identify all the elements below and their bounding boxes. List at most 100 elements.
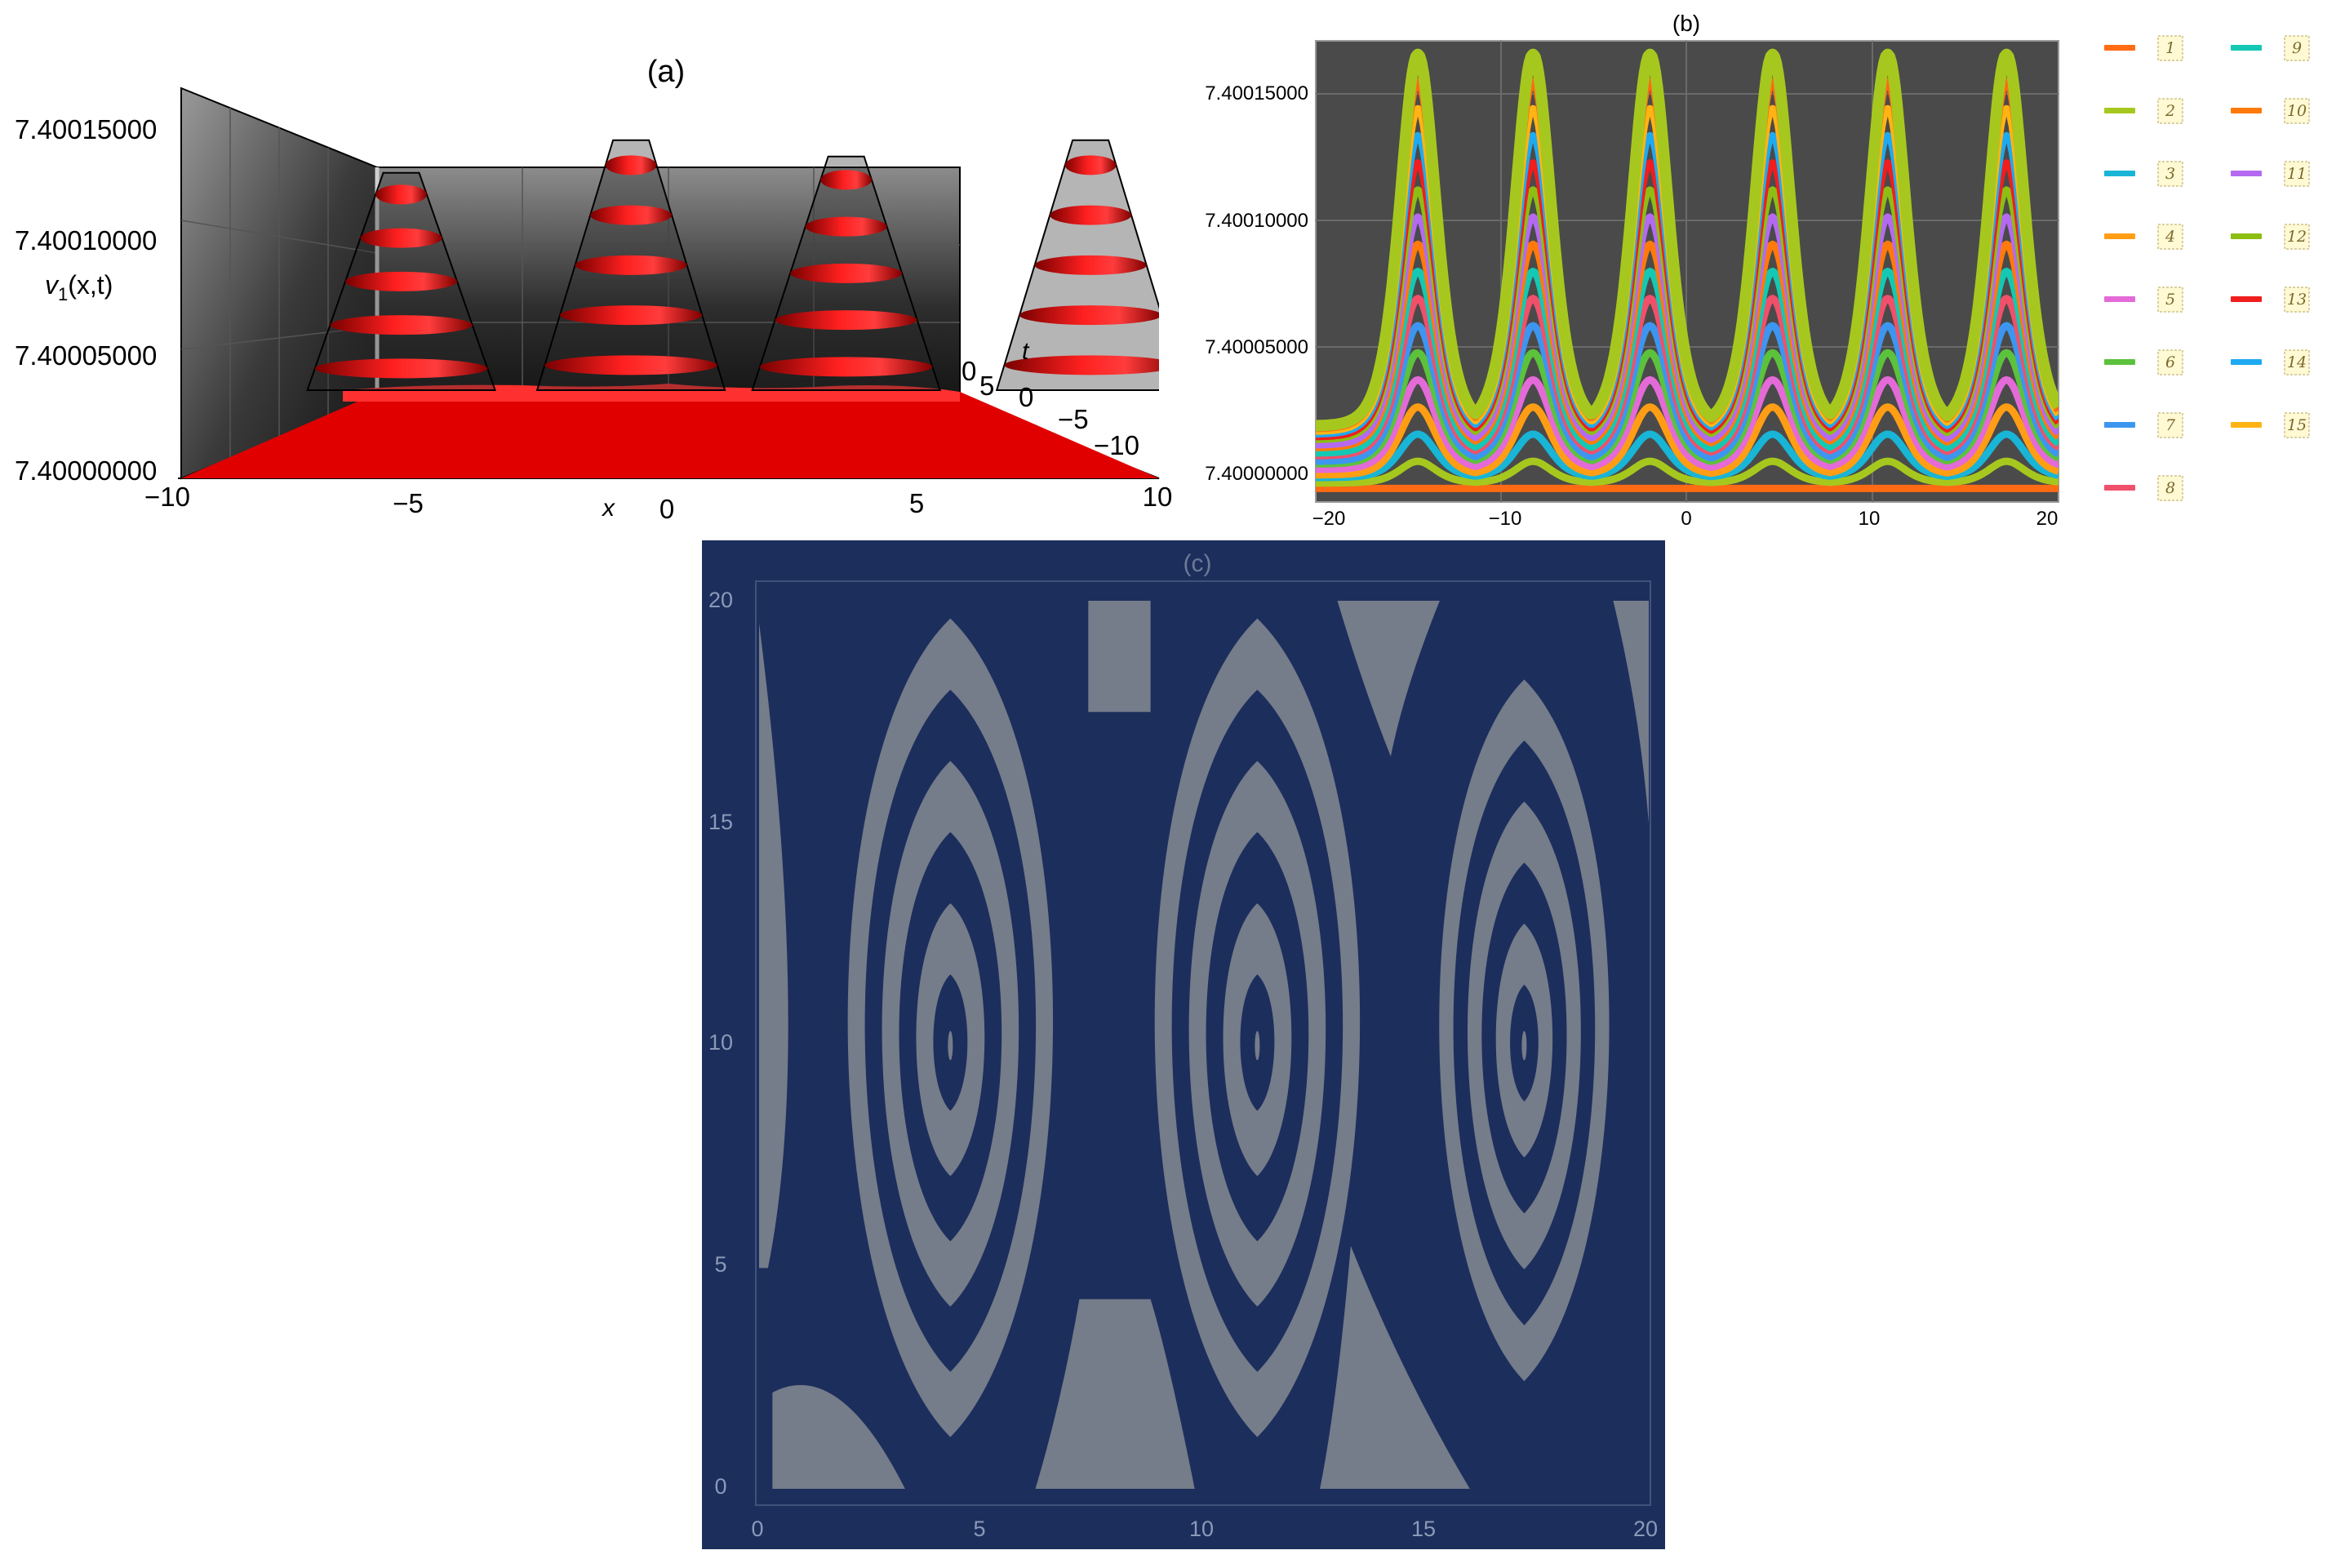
legend-item-1: 1 <box>2104 35 2183 61</box>
plot-c-frame <box>755 580 1651 1506</box>
peak-ring <box>820 170 872 190</box>
legend-label: 7 <box>2165 416 2176 434</box>
panel-b-title: (b) <box>1672 11 1700 36</box>
contour-core <box>1521 1031 1527 1060</box>
z-tick-4: 7.40000000 <box>15 455 157 486</box>
surface-peak-1 <box>306 171 496 391</box>
panel-a-x-axis: −10 −5 0 5 10 x <box>144 482 1172 524</box>
legend-label-box <box>2284 412 2310 438</box>
legend-item-9: 9 <box>2231 35 2310 61</box>
panel-a-t-axis: t 0 5 0 −5 −10 <box>962 338 1139 460</box>
panel-c: (c) 0 5 10 15 20 0 5 10 15 20 <box>702 540 1665 1549</box>
legend-item-11: 11 <box>2231 161 2310 187</box>
c-y-tick-1: 0 <box>714 1474 726 1499</box>
t-tick-4: −5 <box>1058 404 1089 434</box>
contour-top-right <box>1337 601 1440 757</box>
x-tick-3: 0 <box>660 494 674 524</box>
t-tick-5: −10 <box>1094 430 1139 460</box>
plot-c-y-axis: 0 5 10 15 20 <box>708 588 733 1499</box>
legend-swatch <box>2231 108 2262 113</box>
peak-ring <box>805 216 887 237</box>
legend-swatch <box>2231 233 2262 239</box>
series-line-3 <box>1316 430 2059 482</box>
b-y-tick-4: 7.40000000 <box>1205 463 1308 485</box>
legend-label: 11 <box>2287 165 2307 183</box>
c-y-tick-2: 5 <box>714 1252 726 1277</box>
b-x-tick-4: 10 <box>1859 508 1881 530</box>
legend-label: 2 <box>2165 102 2175 120</box>
legend-label-box <box>2284 35 2310 61</box>
contour-bands <box>759 601 1649 1489</box>
peak-ring <box>559 305 703 326</box>
peak-ring <box>360 228 442 248</box>
contour-cluster-2 <box>1154 618 1361 1437</box>
b-x-tick-5: 20 <box>2036 508 2059 530</box>
series-line-5 <box>1316 375 2059 473</box>
legend-item-5: 5 <box>2104 287 2183 313</box>
legend-item-6: 6 <box>2104 349 2183 375</box>
legend-item-10: 10 <box>2231 98 2310 124</box>
c-y-tick-4: 15 <box>708 810 733 834</box>
x-tick-4: 5 <box>909 488 924 518</box>
legend-label-box <box>2157 349 2183 375</box>
legend-label-box <box>2284 161 2310 187</box>
legend-label-box <box>2157 98 2183 124</box>
z-axis-label-rest: (x,t) <box>68 270 113 300</box>
legend-swatch <box>2104 171 2135 176</box>
legend-label-box <box>2157 287 2183 313</box>
peak-ring <box>375 184 427 205</box>
legend-swatch <box>2104 359 2135 365</box>
peak-ring <box>759 357 933 377</box>
b-y-tick-2: 7.40010000 <box>1205 210 1308 232</box>
legend-swatch <box>2104 45 2135 51</box>
peak-ring <box>544 355 717 375</box>
c-y-tick-3: 10 <box>708 1030 733 1055</box>
legend-label-box <box>2157 224 2183 250</box>
legend-item-12: 12 <box>2231 224 2310 250</box>
peak-ring <box>1064 155 1117 175</box>
legend-label-box <box>2284 287 2310 313</box>
contour-top-center <box>1088 601 1151 713</box>
contour-bottom-center <box>1035 1299 1195 1489</box>
legend-item-8: 8 <box>2104 475 2183 501</box>
surface-peak-4 <box>995 139 1159 391</box>
contour-cluster-3 <box>1424 618 1623 1437</box>
legend-label-box <box>2157 475 2183 501</box>
contour-corner-bl <box>772 1385 905 1489</box>
legend-swatch <box>2104 485 2135 491</box>
b-y-tick-1: 7.40015000 <box>1205 82 1308 104</box>
x-tick-1: −10 <box>144 482 190 512</box>
c-x-tick-4: 15 <box>1411 1517 1436 1541</box>
panel-c-title: (c) <box>1184 550 1212 577</box>
z-axis-label-main: v <box>45 270 60 300</box>
c-x-tick-3: 10 <box>1189 1517 1214 1541</box>
legend-label-box <box>2157 35 2183 61</box>
peak-ring <box>314 358 488 379</box>
legend-swatch <box>2231 171 2262 176</box>
b-x-tick-3: 0 <box>1681 508 1691 530</box>
peak-ring <box>575 255 687 275</box>
surface-peak-3 <box>751 155 942 391</box>
legend-label: 15 <box>2287 416 2307 434</box>
legend-swatch <box>2104 422 2135 428</box>
legend-swatch <box>2231 45 2262 51</box>
z-axis-label: v1(x,t) <box>45 270 113 304</box>
series-line-4 <box>1316 403 2059 479</box>
legend-label: 12 <box>2287 228 2307 246</box>
legend-label: 9 <box>2292 39 2302 57</box>
c-x-tick-5: 20 <box>1633 1517 1658 1541</box>
legend-label-box <box>2157 412 2183 438</box>
legend-label-box <box>2284 224 2310 250</box>
legend-item-4: 4 <box>2104 224 2183 250</box>
legend-item-2: 2 <box>2104 98 2183 124</box>
t-tick-2: 5 <box>979 371 994 401</box>
peak-ring <box>590 205 672 225</box>
legend-label: 4 <box>2165 228 2175 246</box>
legend-label: 8 <box>2165 479 2175 497</box>
b-x-tick-2: −10 <box>1489 508 1522 530</box>
c-y-tick-5: 20 <box>708 588 733 612</box>
peak-ring <box>1050 205 1132 225</box>
b-x-tick-1: −20 <box>1312 508 1346 530</box>
legend-label: 3 <box>2165 165 2175 183</box>
